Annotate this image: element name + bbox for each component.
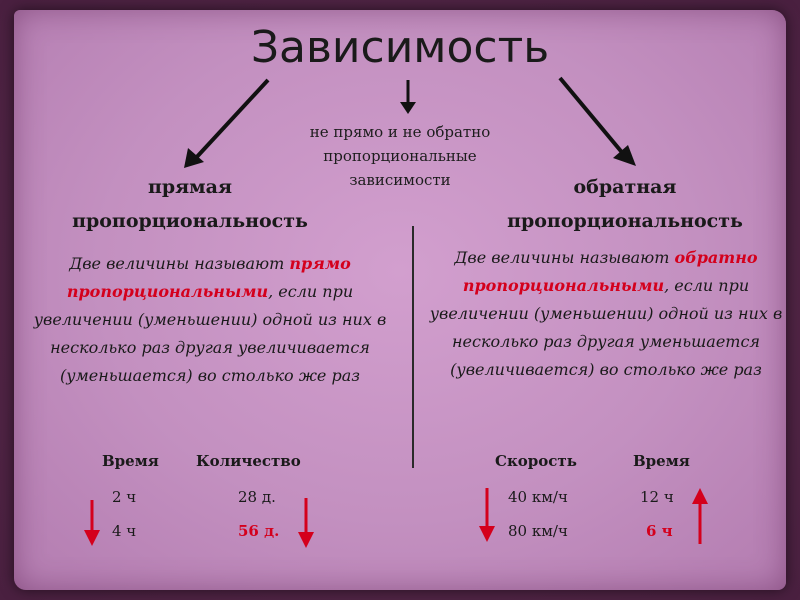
right-definition: Две величины называют обратно пропорцион…: [426, 244, 786, 384]
diagram-title: Зависимость: [250, 22, 550, 73]
left-col2-header: Количество: [196, 452, 301, 470]
left-def-part2: , если при увеличении (уменьшении) одной…: [33, 282, 387, 385]
black-arrow-right: [558, 76, 636, 166]
right-col1-header: Скорость: [495, 452, 577, 470]
right-def-part2: , если при увеличении (уменьшении) одной…: [429, 276, 783, 379]
left-heading-line2: пропорциональность: [72, 210, 308, 232]
right-row1-col2: 12 ч: [640, 488, 674, 506]
right-heading-line1: обратная: [573, 176, 677, 198]
right-def-part1: Две величины называют: [454, 248, 675, 267]
left-def-part1: Две величины называют: [69, 254, 290, 273]
red-arrow-right-col2: [692, 488, 708, 544]
black-arrow-middle: [400, 80, 416, 114]
left-def-highlight: прямо пропорциональными: [66, 254, 351, 301]
right-heading: обратная пропорциональность: [470, 170, 780, 238]
left-col1-header: Время: [102, 452, 159, 470]
red-arrow-left-col2: [298, 498, 314, 548]
right-col2-header: Время: [633, 452, 690, 470]
right-row1-col1: 40 км/ч: [508, 488, 568, 506]
paper-card: [14, 10, 786, 590]
right-row2-col1: 80 км/ч: [508, 522, 568, 540]
red-arrow-left-col1: [84, 500, 100, 546]
left-row1-col1: 2 ч: [112, 488, 137, 506]
left-row2-col2: 56 д.: [238, 522, 280, 540]
left-definition: Две величины называют прямо пропорционал…: [30, 250, 390, 390]
black-arrow-left: [184, 78, 270, 168]
left-row1-col2: 28 д.: [238, 488, 276, 506]
middle-note: не прямо и не обратно пропорциональные з…: [309, 123, 491, 189]
left-heading: прямая пропорциональность: [40, 170, 340, 238]
red-arrow-right-col1: [479, 488, 495, 542]
left-heading-line1: прямая: [147, 176, 233, 198]
right-row2-col2: 6 ч: [646, 522, 673, 540]
left-row2-col1: 4 ч: [112, 522, 137, 540]
right-def-highlight: обратно пропорциональными: [462, 248, 758, 295]
right-heading-line2: пропорциональность: [507, 210, 743, 232]
